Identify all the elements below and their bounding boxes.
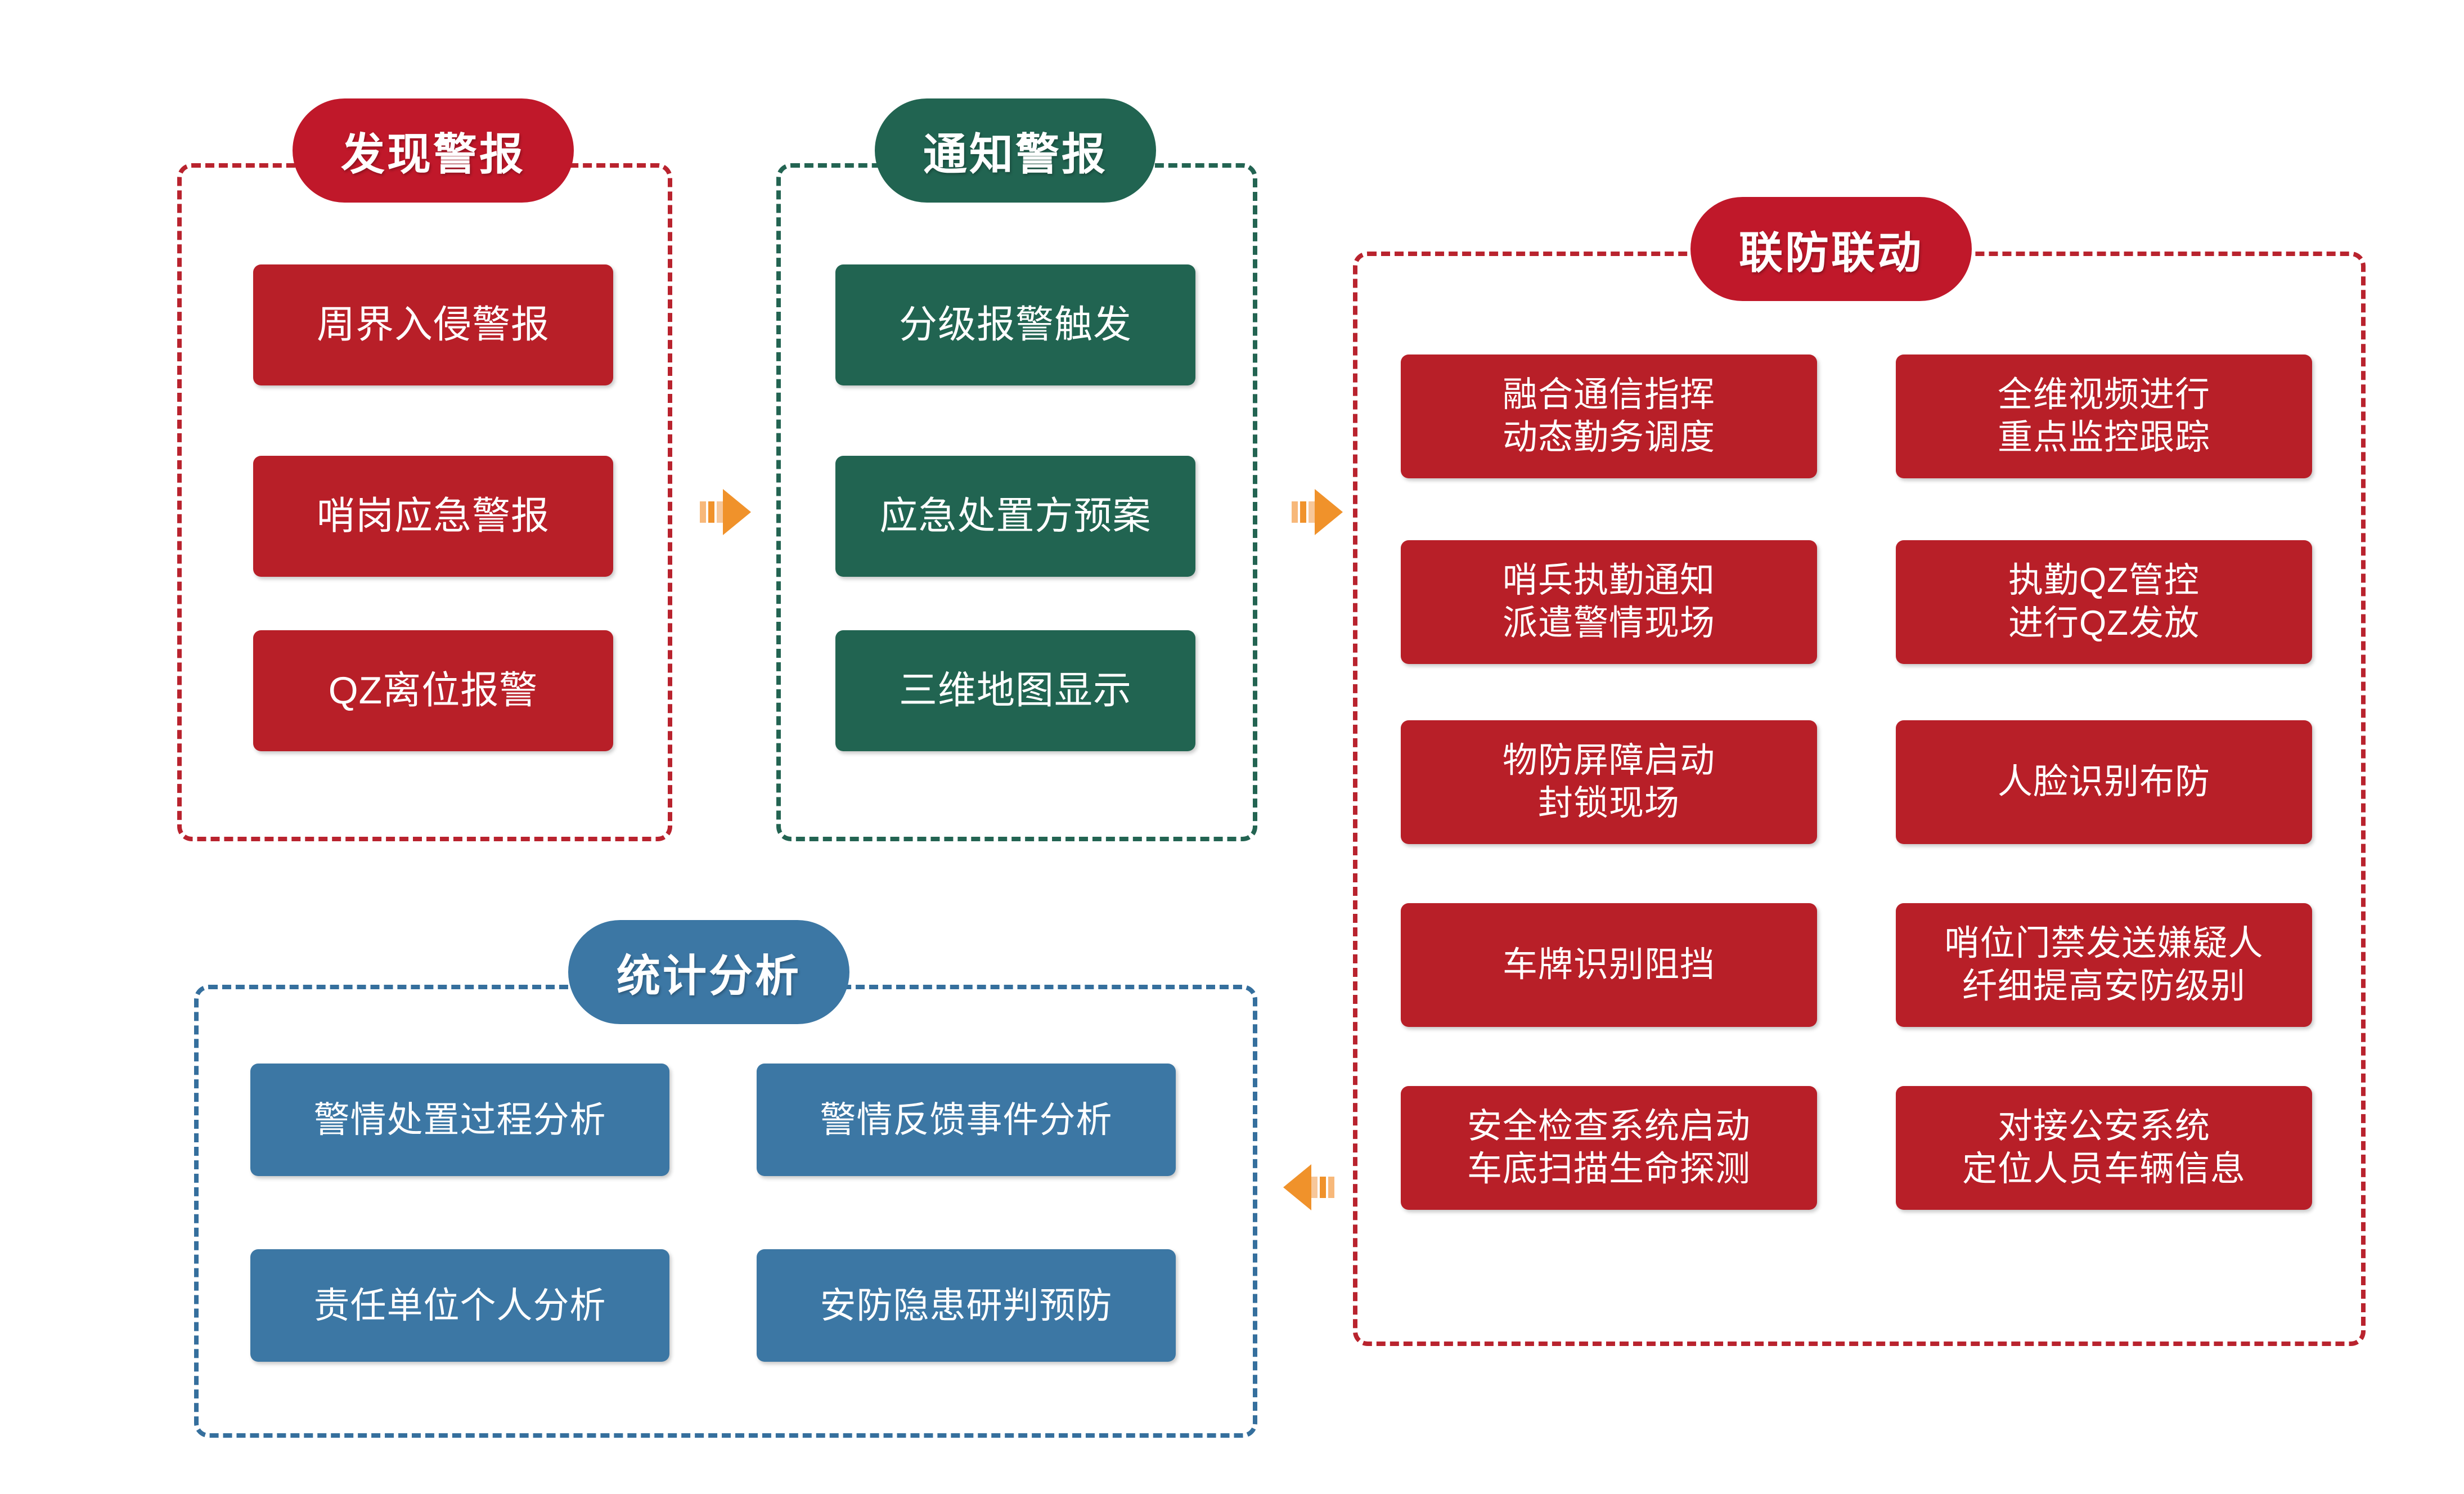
arrow-right-icon-1 [696,481,758,543]
card-discover-2[interactable]: 哨岗应急警报 [253,456,613,577]
arrow-left-icon-3 [1276,1156,1338,1218]
card-label: 对接公安系统 定位人员车辆信息 [1962,1107,2246,1188]
card-label: 周界入侵警报 [316,303,550,347]
group-header-statistical-analysis[interactable]: 统计分析 [568,920,849,1024]
group-header-discover-alarm[interactable]: 发现警报 [293,98,574,203]
card-joint-left-1[interactable]: 融合通信指挥 动态勤务调度 [1401,355,1817,478]
card-label: 哨兵执勤通知 派遣警情现场 [1502,561,1715,643]
group-header-label: 发现警报 [340,129,525,179]
arrow-right-icon-2 [1288,481,1350,543]
card-joint-left-5[interactable]: 安全检查系统启动 车底扫描生命探测 [1401,1086,1817,1210]
card-label: 人脸识别布防 [1997,762,2210,802]
card-stats-left-2[interactable]: 责任单位个人分析 [250,1249,669,1362]
card-discover-1[interactable]: 周界入侵警报 [253,264,613,385]
card-label: 安防隐患研判预防 [820,1285,1113,1326]
card-notify-1[interactable]: 分级报警触发 [835,264,1195,385]
card-notify-3[interactable]: 三维地图显示 [835,630,1195,751]
card-joint-left-4[interactable]: 车牌识别阻挡 [1401,903,1817,1027]
card-label: QZ离位报警 [328,669,538,712]
card-joint-right-5[interactable]: 对接公安系统 定位人员车辆信息 [1896,1086,2312,1210]
card-label: 哨位门禁发送嫌疑人 纤细提高安防级别 [1944,924,2264,1006]
group-header-notify-alarm[interactable]: 通知警报 [875,98,1156,203]
card-label: 车牌识别阻挡 [1502,945,1715,985]
card-label: 执勤QZ管控 进行QZ发放 [2008,561,2200,643]
card-discover-3[interactable]: QZ离位报警 [253,630,613,751]
card-joint-right-2[interactable]: 执勤QZ管控 进行QZ发放 [1896,540,2312,664]
card-notify-2[interactable]: 应急处置方预案 [835,456,1195,577]
card-joint-right-3[interactable]: 人脸识别布防 [1896,720,2312,844]
group-header-joint-defense[interactable]: 联防联动 [1690,197,1972,301]
card-label: 警情反馈事件分析 [820,1099,1113,1140]
card-stats-left-1[interactable]: 警情处置过程分析 [250,1064,669,1176]
card-stats-right-2[interactable]: 安防隐患研判预防 [757,1249,1176,1362]
card-label: 责任单位个人分析 [313,1285,606,1326]
card-stats-right-1[interactable]: 警情反馈事件分析 [757,1064,1176,1176]
card-label: 融合通信指挥 动态勤务调度 [1502,375,1715,457]
card-joint-left-3[interactable]: 物防屏障启动 封锁现场 [1401,720,1817,844]
card-label: 物防屏障启动 封锁现场 [1502,741,1715,823]
card-label: 全维视频进行 重点监控跟踪 [1997,375,2210,457]
card-label: 哨岗应急警报 [316,495,550,538]
card-label: 警情处置过程分析 [313,1099,606,1140]
card-label: 三维地图显示 [898,669,1132,712]
card-label: 应急处置方预案 [879,495,1152,538]
card-joint-right-4[interactable]: 哨位门禁发送嫌疑人 纤细提高安防级别 [1896,903,2312,1027]
card-joint-left-2[interactable]: 哨兵执勤通知 派遣警情现场 [1401,540,1817,664]
card-label: 安全检查系统启动 车底扫描生命探测 [1467,1107,1751,1188]
card-joint-right-1[interactable]: 全维视频进行 重点监控跟踪 [1896,355,2312,478]
group-frame-statistical-analysis [194,985,1257,1438]
group-header-label: 联防联动 [1738,227,1923,277]
group-header-label: 统计分析 [616,950,801,1001]
card-label: 分级报警触发 [898,303,1132,347]
group-header-label: 通知警报 [923,129,1108,179]
